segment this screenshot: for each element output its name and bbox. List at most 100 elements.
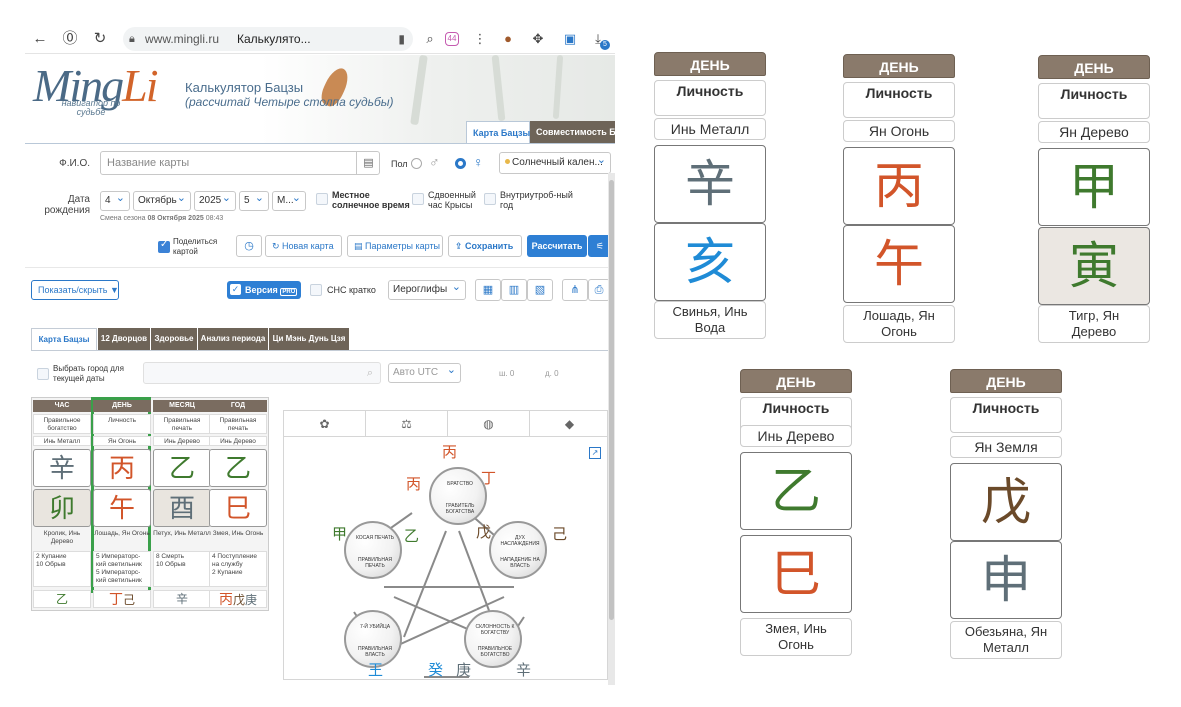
pillar-stem-glyph[interactable]: 辛	[33, 449, 91, 487]
double-rat-checkbox[interactable]	[412, 193, 424, 205]
pillar-branch-glyph[interactable]: 酉	[153, 489, 211, 527]
card-stem-glyph[interactable]: 丙	[843, 147, 955, 225]
chart-view-icon[interactable]: ▧	[527, 279, 553, 301]
pillar-hidden-stems: 乙	[33, 590, 91, 608]
map-params-button[interactable]: ▤ Параметры карты	[347, 235, 443, 257]
card-branch-animal: Обезьяна, Ян Металл	[950, 621, 1062, 659]
element-circle[interactable]: КОСАЯ ПЕЧАТЬ ПРАВИЛЬНАЯ ПЕЧАТЬ	[344, 521, 402, 579]
scrollbar-thumb[interactable]	[609, 180, 614, 620]
clock-icon[interactable]: ◷	[236, 235, 262, 257]
more-vertical-icon[interactable]: ⋮	[473, 31, 487, 46]
element-circle[interactable]: БРАТСТВО ГРАБИТЕЛЬ БОГАТСТВА	[429, 467, 487, 525]
card-stem-glyph[interactable]: 乙	[740, 452, 852, 530]
calculate-button[interactable]: Рассчитать	[527, 235, 587, 257]
search-icon[interactable]: ⌕	[426, 31, 434, 46]
card-header: ДЕНЬ	[1038, 55, 1150, 79]
new-map-button[interactable]: ↻ Новая карта	[265, 235, 342, 257]
show-hide-button[interactable]: Показать/скрыть ▼	[31, 280, 119, 300]
city-label: Выбрать город для текущей даты	[53, 364, 124, 383]
lotus-tab-icon[interactable]: ✿	[284, 411, 366, 437]
tabs-divider	[31, 350, 611, 351]
local-time-checkbox[interactable]	[316, 193, 328, 205]
prenatal-checkbox[interactable]	[484, 193, 496, 205]
scales-tab-icon[interactable]: ⚖	[366, 411, 448, 437]
gender-male-radio[interactable]	[411, 158, 422, 169]
month-select[interactable]: Октябрь	[133, 189, 191, 211]
card-branch-glyph[interactable]: 申	[950, 541, 1062, 619]
city-checkbox[interactable]	[37, 368, 49, 380]
day-select[interactable]: 4	[100, 189, 130, 211]
year-select[interactable]: 2025	[194, 189, 236, 211]
card-branch-glyph[interactable]: 巳	[740, 535, 852, 613]
pillar-branch-glyph[interactable]: 午	[93, 489, 151, 527]
address-bar[interactable]: 🔒︎ www.mingli.ru Калькулято... ▮	[123, 27, 413, 51]
card-stem-glyph[interactable]: 戊	[950, 463, 1062, 541]
local-time-label: Местное солнечное время	[332, 190, 410, 210]
pillar-life-stages: 2 Купание 10 Обрыв	[33, 551, 91, 587]
bookmark-icon[interactable]: ▮	[398, 32, 405, 46]
hour-select[interactable]: 5	[239, 189, 269, 211]
yandex-icon[interactable]: ⓪	[62, 30, 78, 47]
table-view-icon[interactable]: ▥	[501, 279, 527, 301]
print-icon[interactable]: ⎙	[588, 279, 610, 301]
longitude-value: 0	[554, 369, 559, 378]
settings-sliders-icon[interactable]: ⚟	[588, 235, 612, 257]
gender-female-radio[interactable]	[455, 158, 466, 169]
life-stage-item: 5 Императорс-кий светильник	[96, 553, 142, 568]
male-icon: ♂	[429, 154, 440, 170]
pillar-stem-glyph[interactable]: 丙	[93, 449, 151, 487]
search-city-icon[interactable]: ⌕	[366, 367, 374, 379]
cns-checkbox[interactable]	[310, 284, 322, 296]
card-branch-glyph[interactable]: 午	[843, 225, 955, 303]
circle-lower-label: ПРАВИЛЬНАЯ ПЕЧАТЬ	[358, 557, 392, 569]
utc-select[interactable]: Авто UTC	[388, 361, 461, 383]
back-arrow-icon[interactable]: ←	[32, 30, 48, 47]
view-select[interactable]: Иероглифы	[388, 278, 466, 300]
hidden-stem-glyph: 庚	[245, 593, 258, 607]
extension-badge[interactable]: 44	[445, 32, 459, 46]
element-circle[interactable]: 7-Й УБИЙЦА ПРАВИЛЬНАЯ ВЛАСТЬ	[344, 610, 402, 668]
pillar-branch-glyph[interactable]: 巳	[209, 489, 267, 527]
contacts-card-icon[interactable]: ▤	[356, 151, 380, 175]
card-stem-glyph[interactable]: 辛	[654, 145, 766, 223]
element-circle[interactable]: СКЛОННОСТЬ К БОГАТСТВУ ПРАВИЛЬНОЕ БОГАТС…	[464, 610, 522, 668]
tab-bazi-section[interactable]: Карта Бацзы	[31, 328, 97, 350]
card-stem-glyph[interactable]: 甲	[1038, 148, 1150, 226]
tab-bazi-chart[interactable]: Карта Бацзы	[466, 121, 530, 143]
save-button[interactable]: ⇪ Сохранить	[448, 235, 522, 257]
tab-period-analysis[interactable]: Анализ периода	[198, 328, 268, 350]
pillar-branch-glyph[interactable]: 卯	[33, 489, 91, 527]
pillar-stem-glyph[interactable]: 乙	[209, 449, 267, 487]
tab-health[interactable]: Здоровье	[151, 328, 197, 350]
version-check-icon: ✓	[230, 284, 241, 295]
share-icon[interactable]: ⋔	[562, 279, 588, 301]
expand-icon[interactable]: ↗	[589, 447, 601, 459]
name-input[interactable]: Название карты	[100, 151, 380, 175]
site-logo[interactable]: MingLi	[33, 59, 159, 112]
tab-12-palaces[interactable]: 12 Дворцов	[98, 328, 150, 350]
avatar-icon[interactable]: ●	[504, 31, 512, 46]
minute-select[interactable]: М...	[272, 189, 306, 211]
longitude-label: д. 0	[545, 369, 559, 379]
grid-view-icon[interactable]: ▦	[475, 279, 501, 301]
card-branch-glyph[interactable]: 寅	[1038, 227, 1150, 305]
calendar-select[interactable]: Солнечный кален...	[499, 150, 611, 174]
reload-icon[interactable]: ↻	[93, 30, 107, 47]
tab-compatibility[interactable]: Совместимость Ба	[530, 121, 615, 143]
translate-icon[interactable]: ▣	[563, 31, 577, 46]
puzzle-extensions-icon[interactable]: ✥	[532, 31, 544, 46]
globe-tab-icon[interactable]: ◍	[448, 411, 530, 437]
city-input[interactable]	[143, 362, 381, 384]
double-rat-label: Сдвоенный час Крысы	[428, 190, 476, 210]
card-header: ДЕНЬ	[654, 52, 766, 76]
version-toggle[interactable]: Версия PRO	[227, 281, 301, 299]
diamond-tab-icon[interactable]: ◆	[530, 411, 609, 437]
tab-qimen[interactable]: Ци Мэнь Дунь Цзя	[269, 328, 349, 350]
pillar-stem-glyph[interactable]: 乙	[153, 449, 211, 487]
share-checkbox[interactable]	[158, 239, 170, 253]
card-branch-glyph[interactable]: 亥	[654, 223, 766, 301]
download-icon[interactable]: ⤓	[595, 31, 601, 46]
circle-upper-label: БРАТСТВО	[447, 481, 473, 487]
element-circle[interactable]: ДУХ НАСЛАЖДЕНИЯ НАПАДЕНИЕ НА ВЛАСТЬ	[489, 521, 547, 579]
version-label: Версия	[245, 285, 278, 295]
